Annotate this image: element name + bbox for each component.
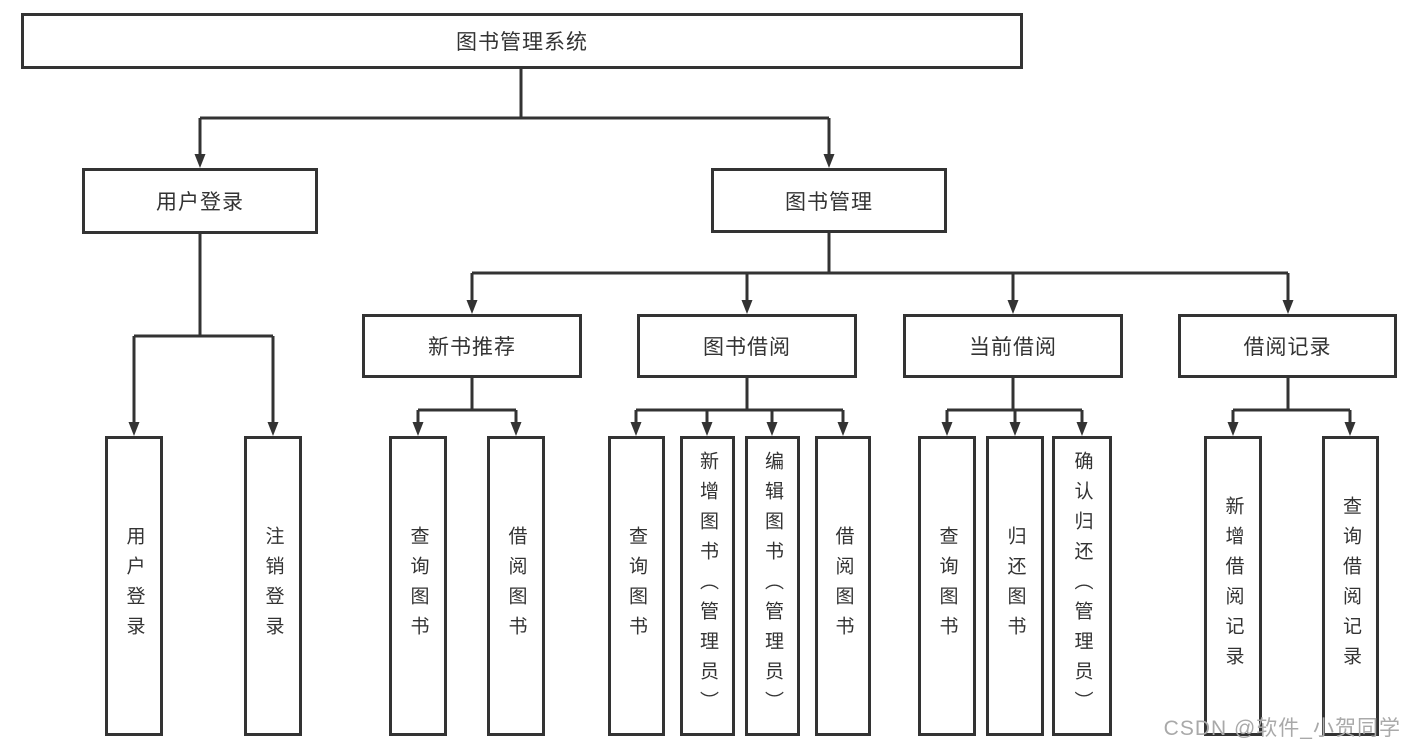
- leaf-query-books-current: 查询图书: [918, 436, 976, 736]
- node-label: 查询借阅记录: [1340, 496, 1361, 676]
- node-book-borrowing: 图书借阅: [637, 314, 857, 378]
- node-label: 图书借阅: [703, 336, 791, 359]
- node-label: 注销登录: [262, 526, 284, 646]
- leaf-query-books-borrow: 查询图书: [608, 436, 665, 736]
- leaf-edit-book-admin: 编辑图书（管理员）: [745, 436, 800, 736]
- node-label: 查询图书: [936, 526, 958, 646]
- leaf-add-book-admin: 新增图书（管理员）: [680, 436, 735, 736]
- node-book-management: 图书管理: [711, 168, 947, 233]
- leaf-logout: 注销登录: [244, 436, 302, 736]
- node-label: 借阅图书: [505, 526, 527, 646]
- node-label: 查询图书: [626, 526, 647, 646]
- node-label: 图书管理系统: [456, 31, 588, 54]
- leaf-query-books-recommend: 查询图书: [389, 436, 447, 736]
- node-label: 当前借阅: [969, 336, 1057, 359]
- leaf-query-borrow-record: 查询借阅记录: [1322, 436, 1379, 736]
- node-library-system: 图书管理系统: [21, 13, 1023, 69]
- node-label: 借阅图书: [832, 526, 854, 646]
- csdn-watermark: CSDN @软件_小贺同学: [1163, 717, 1401, 740]
- node-new-book-recommend: 新书推荐: [362, 314, 582, 378]
- node-borrowing-records: 借阅记录: [1178, 314, 1397, 378]
- leaf-borrow-books-recommend: 借阅图书: [487, 436, 545, 736]
- node-current-borrowing: 当前借阅: [903, 314, 1123, 378]
- node-label: 编辑图书（管理员）: [762, 451, 783, 721]
- node-label: 用户登录: [123, 526, 145, 646]
- leaf-user-login: 用户登录: [105, 436, 163, 736]
- node-label: 新增图书（管理员）: [697, 451, 718, 721]
- node-user-login: 用户登录: [82, 168, 318, 234]
- node-label: 图书管理: [785, 190, 873, 214]
- node-label: 查询图书: [407, 526, 429, 646]
- node-label: 新书推荐: [428, 336, 516, 359]
- leaf-add-borrow-record: 新增借阅记录: [1204, 436, 1262, 736]
- node-label: 确认归还（管理员）: [1071, 451, 1093, 721]
- node-label: 借阅记录: [1243, 336, 1332, 359]
- leaf-confirm-return-admin: 确认归还（管理员）: [1052, 436, 1112, 736]
- leaf-borrow-books: 借阅图书: [815, 436, 871, 736]
- leaf-return-book: 归还图书: [986, 436, 1044, 736]
- node-label: 新增借阅记录: [1222, 496, 1244, 676]
- node-label: 归还图书: [1004, 526, 1026, 646]
- node-label: 用户登录: [156, 191, 244, 214]
